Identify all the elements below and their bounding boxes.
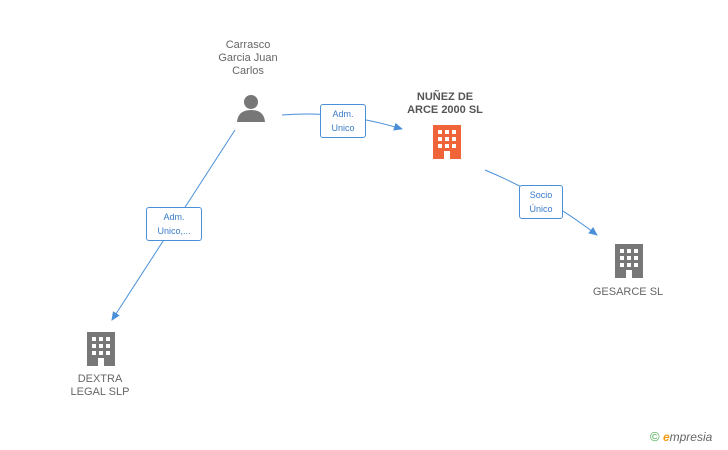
copyright-icon: ©: [650, 429, 660, 444]
dextra-label[interactable]: DEXTRA LEGAL SLP: [70, 373, 130, 398]
building-icon[interactable]: [431, 125, 463, 159]
person-icon[interactable]: [236, 94, 266, 122]
edge-label-adm-unico-etc[interactable]: Adm. Unico,...: [146, 207, 202, 241]
edge-label-socio-unico[interactable]: Socio Único: [519, 185, 563, 219]
building-icon[interactable]: [613, 244, 645, 278]
building-icon[interactable]: [85, 332, 117, 366]
brand-name: mpresia: [669, 430, 713, 444]
gesarce-label[interactable]: GESARCE SL: [592, 286, 664, 298]
focus-company-label[interactable]: NUÑEZ DE ARCE 2000 SL: [407, 91, 483, 116]
edge-label-adm-unico[interactable]: Adm. Unico: [320, 104, 366, 138]
person-label[interactable]: Carrasco Garcia Juan Carlos: [218, 39, 278, 77]
footer-brand: © empresia: [650, 429, 712, 444]
brand-mark: e: [662, 430, 670, 444]
